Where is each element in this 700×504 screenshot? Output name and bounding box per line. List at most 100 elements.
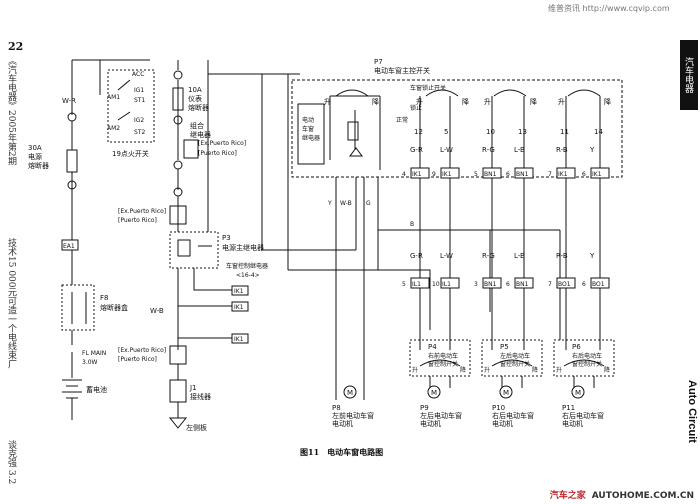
- p11-desc-2: 电动机: [562, 420, 583, 428]
- up-label-3: 升: [484, 97, 491, 106]
- page-number: 22: [8, 40, 24, 53]
- conn-ik1-a: [231, 285, 249, 296]
- control-switch-desc: 左后电动车: [500, 352, 530, 360]
- control-switch-box: [553, 339, 615, 377]
- motor-m: M: [503, 389, 509, 397]
- connector-mid-pin: 3: [474, 281, 478, 288]
- motor-m: M: [347, 389, 353, 397]
- master-diode: [349, 147, 363, 157]
- wire-color-label: G-R: [410, 146, 423, 154]
- p7-pin-label: 10: [486, 128, 495, 136]
- battery-label: 蓄电池: [86, 385, 107, 394]
- connector-mid-label: IL1: [442, 281, 451, 288]
- ground-left: [168, 402, 188, 429]
- control-switch-desc: 右后电动车: [572, 352, 602, 360]
- wire-b-label: B: [410, 221, 414, 228]
- up-label-4: 升: [558, 97, 565, 106]
- p3-label-2: 电源主继电器: [222, 243, 264, 252]
- normal-label: 正常: [396, 116, 408, 124]
- conn-1b: [173, 70, 183, 80]
- connector-mid: [482, 277, 502, 289]
- p8-desc-2: 电动机: [332, 420, 353, 428]
- am2-label: AM2: [107, 125, 120, 132]
- conn-j1: [169, 379, 187, 403]
- p11-name: P11: [562, 404, 576, 412]
- wire-label: W-R: [62, 97, 76, 105]
- wire-color-label: L-W: [440, 146, 453, 154]
- control-switch-name: P6: [572, 343, 581, 351]
- switch-arcs: [335, 89, 601, 97]
- motor-circle: [343, 385, 357, 399]
- connector-top: [590, 167, 610, 179]
- connector-top: [410, 167, 430, 179]
- control-switch-down: 降: [532, 366, 538, 374]
- master-relay-label-2: 车窗: [302, 125, 314, 133]
- conn-3a: [173, 160, 183, 170]
- st2-label: ST2: [134, 129, 145, 136]
- p8-name: P8: [332, 404, 341, 412]
- wire-color-label: R-G: [482, 146, 495, 154]
- wire-color-label-mid: L-W: [440, 252, 453, 260]
- master-switch-p7: [291, 79, 623, 178]
- connector-top-pin: 6: [582, 171, 586, 178]
- connector-top-label: IK1: [412, 171, 422, 178]
- conn-lj-right: [183, 139, 199, 159]
- control-switch-up: 升: [412, 366, 418, 374]
- fuse-10a-label-2: 仪表: [188, 94, 202, 103]
- connector-mid-pin: 6: [582, 281, 586, 288]
- connector-top-pin: 4: [402, 171, 406, 178]
- p7-label-2: 电动车窗主控开关: [374, 66, 430, 75]
- f8-label-2: 熔断器盒: [100, 303, 128, 312]
- p9-name: P9: [420, 404, 429, 412]
- lock-switch-label: 车窗锁止开关: [410, 84, 446, 92]
- battery-symbol: [62, 379, 82, 420]
- section-tab: 汽车电器: [680, 40, 698, 110]
- wire-relay-out: [177, 268, 232, 350]
- p8-leads: [335, 390, 365, 400]
- lj-ex-label-3: [Ex.Puerto Rico]: [118, 347, 166, 354]
- lj-ex-label-2: [Ex.Puerto Rico]: [198, 140, 246, 147]
- p7-pin-label: 13: [518, 128, 527, 136]
- fl-main-label: FL MAIN: [82, 350, 106, 357]
- connector-mid-label: BN1: [516, 281, 529, 288]
- ik1-label: IK1: [234, 288, 244, 295]
- connector-top-pin: 5: [474, 171, 478, 178]
- j1-label: J1: [189, 384, 197, 392]
- figure-caption: 图11 电动车窗电路图: [300, 447, 384, 457]
- connector-top: [514, 167, 534, 179]
- wire-y: Y: [327, 200, 332, 207]
- wire-color-label-mid: R-G: [482, 252, 495, 260]
- wire-color-label-mid: Y: [589, 252, 595, 260]
- wire-color-label: R-B: [556, 146, 568, 154]
- wire-b-horizontal: [377, 228, 560, 232]
- footer-logo-cn: 汽车之家: [549, 491, 586, 501]
- wire-wb: W-B: [340, 200, 352, 207]
- connector-mid-label: IL1: [412, 281, 421, 288]
- fuse-box-f8: [61, 284, 95, 331]
- lock-label: 锁止: [410, 104, 422, 112]
- control-switch-leads: [501, 376, 523, 388]
- fuse-box-inner: [71, 292, 87, 324]
- ig2-label: IG2: [134, 117, 144, 124]
- motor-circle: [427, 385, 441, 399]
- control-switch-desc: 右前电动车: [428, 352, 458, 360]
- motor-circle: [571, 385, 585, 399]
- control-switch-down: 降: [604, 366, 610, 374]
- connector-top: [482, 167, 502, 179]
- control-switch-arc: [491, 359, 533, 367]
- lj-pr-label-3: [Puerto Rico]: [118, 356, 157, 363]
- combo-relay-label: 组合: [190, 121, 204, 130]
- connector-mid-pin: 7: [548, 281, 552, 288]
- p10-desc: 右后电动车窗: [492, 412, 534, 420]
- header-site: 维普资讯 http://www.cqvip.com: [548, 4, 670, 13]
- down-label-3: 降: [530, 97, 537, 106]
- down-label-2: 降: [462, 97, 469, 106]
- p10-desc-2: 电动机: [492, 420, 513, 428]
- p7-pin-label: 11: [560, 128, 569, 136]
- conn-1a: [67, 180, 77, 190]
- fuse-30a: [66, 149, 78, 173]
- control-switch-box: [481, 339, 543, 377]
- p9-desc-2: 电动机: [420, 420, 441, 428]
- wire-color-label: Y: [589, 146, 595, 154]
- master-relay-label: 电动: [302, 116, 314, 124]
